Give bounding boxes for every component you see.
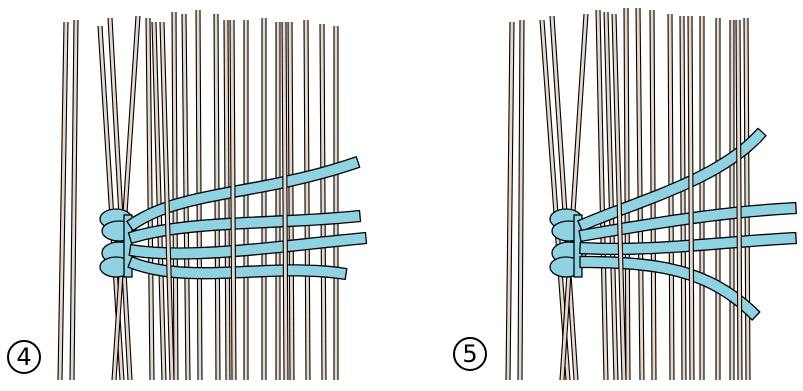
warp-thread-14 <box>276 22 280 380</box>
warp-thread-14 <box>730 20 734 380</box>
step-5-label: 5 <box>453 337 487 371</box>
warp-thread-edge <box>112 16 136 380</box>
warp-thread-edge <box>112 18 132 380</box>
warp-thread-18 <box>334 26 338 380</box>
warp-thread-0 <box>506 22 514 380</box>
warp-thread-12 <box>700 16 704 380</box>
warp-threads-back <box>506 8 750 380</box>
warp-thread-8 <box>636 8 644 380</box>
warp-thread-13 <box>716 18 720 380</box>
warp-thread-5 <box>146 18 154 380</box>
step-4-label: 4 <box>7 340 41 374</box>
warp-thread-12 <box>244 20 248 380</box>
warp-thread-1 <box>70 20 78 380</box>
warp-threads-front <box>612 14 742 380</box>
warp-thread-13 <box>262 18 266 380</box>
step-5-illustration <box>506 8 796 380</box>
warp-thread-edge <box>564 14 588 380</box>
step-4-illustration <box>58 10 367 380</box>
